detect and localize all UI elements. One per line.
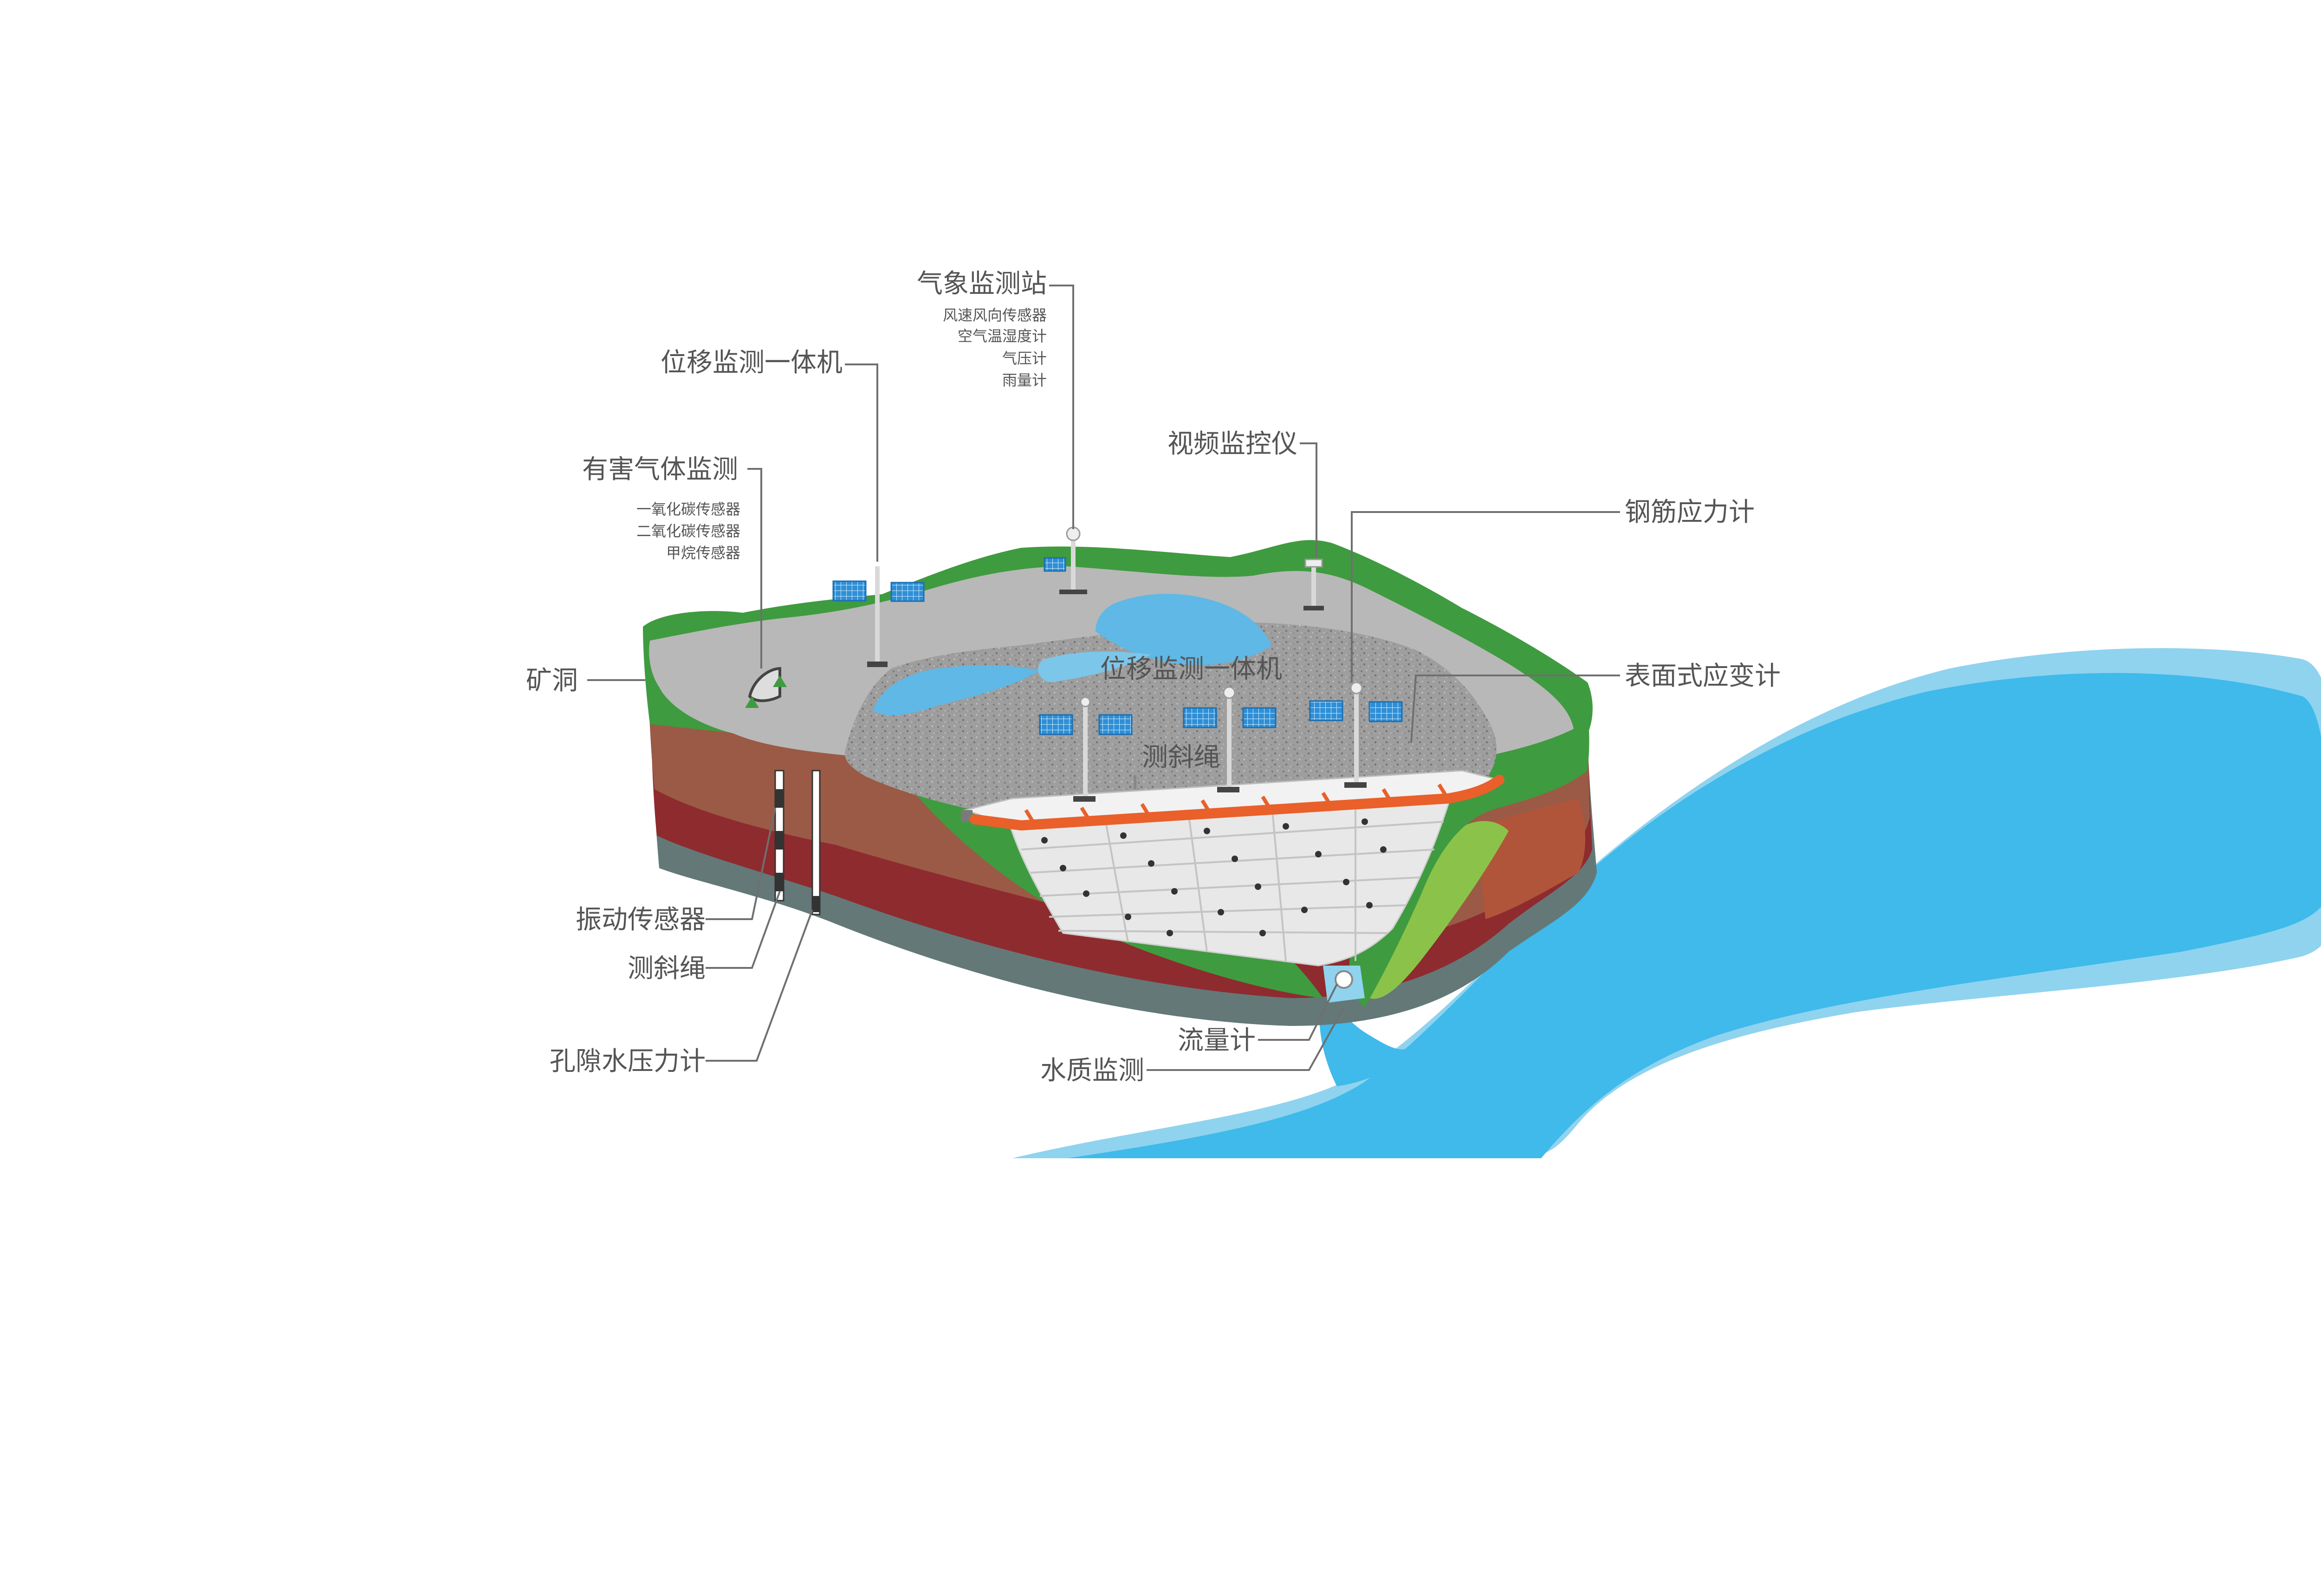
- label-rebar-stress: 钢筋应力计: [1625, 497, 1755, 527]
- label-gas-item-3: 甲烷传感器: [666, 544, 740, 562]
- borehole-sensors: [774, 770, 821, 915]
- dam-crest-shadow: [961, 810, 972, 822]
- label-gas-monitoring: 有害气体监测: [582, 454, 738, 485]
- stream-outflow: [1319, 980, 1416, 1086]
- flow-meter-device: [1335, 970, 1353, 989]
- solar-panel: [1309, 700, 1343, 721]
- terrain-block: [643, 540, 1597, 1026]
- solar-panel: [1242, 707, 1277, 728]
- label-weather-item-2: 空气温湿度计: [958, 327, 1047, 345]
- solar-panel: [890, 582, 925, 602]
- tailings-pond-mid: [1038, 651, 1151, 682]
- label-displacement-unit-center: 位移监测一体机: [1100, 654, 1282, 684]
- labels: 气象监测站 风速风向传感器 空气温湿度计 气压计 雨量计 位移监测一体机 有害气…: [526, 269, 1781, 1086]
- right-slope-lightgreen: [1369, 821, 1509, 999]
- label-weather-item-4: 雨量计: [1002, 371, 1047, 389]
- label-water-quality: 水质监测: [1040, 1056, 1144, 1086]
- rebar-stress-points: [1041, 818, 1387, 936]
- label-surface-strain: 表面式应变计: [1625, 661, 1781, 691]
- dam-grid-lines: [1021, 798, 1444, 961]
- label-weather-item-3: 气压计: [1002, 350, 1047, 367]
- label-displacement-unit-top: 位移监测一体机: [661, 348, 843, 378]
- river: [1012, 648, 2321, 1158]
- label-mine-tunnel: 矿洞: [526, 666, 578, 696]
- solar-panel: [1044, 557, 1066, 572]
- mast-caps: [1066, 526, 1363, 707]
- label-inclinometer-center: 测斜绳: [1142, 742, 1220, 772]
- tailings-pond-top: [1096, 594, 1272, 665]
- label-pore-pressure: 孔隙水压力计: [550, 1046, 706, 1077]
- leader-lines: [587, 285, 1620, 1071]
- mine-entrance: [745, 667, 787, 708]
- solar-panels: [832, 557, 1403, 735]
- dam-grid-face: [1006, 788, 1454, 967]
- label-gas-item-1: 一氧化碳传感器: [636, 500, 740, 518]
- monitoring-masts: [875, 534, 1359, 798]
- solar-panel: [1098, 714, 1133, 735]
- solar-panel: [1183, 707, 1217, 728]
- solar-panel: [1039, 714, 1073, 735]
- solar-panel: [1368, 701, 1403, 722]
- label-vibration-sensor: 振动传感器: [576, 905, 706, 935]
- solar-panel: [832, 580, 867, 602]
- label-gas-item-2: 二氧化碳传感器: [636, 522, 740, 540]
- river-inner: [1068, 673, 2321, 1158]
- label-inclinometer-left: 测斜绳: [628, 954, 706, 984]
- label-weather-item-1: 风速风向传感器: [943, 306, 1047, 324]
- tailings-pond-left: [873, 665, 1040, 715]
- mast-bases: [867, 590, 1367, 802]
- liner-anchors: [1024, 783, 1450, 827]
- label-weather-station: 气象监测站: [917, 269, 1047, 299]
- label-flow-meter: 流量计: [1178, 1025, 1256, 1056]
- label-video-monitor: 视频监控仪: [1167, 429, 1297, 459]
